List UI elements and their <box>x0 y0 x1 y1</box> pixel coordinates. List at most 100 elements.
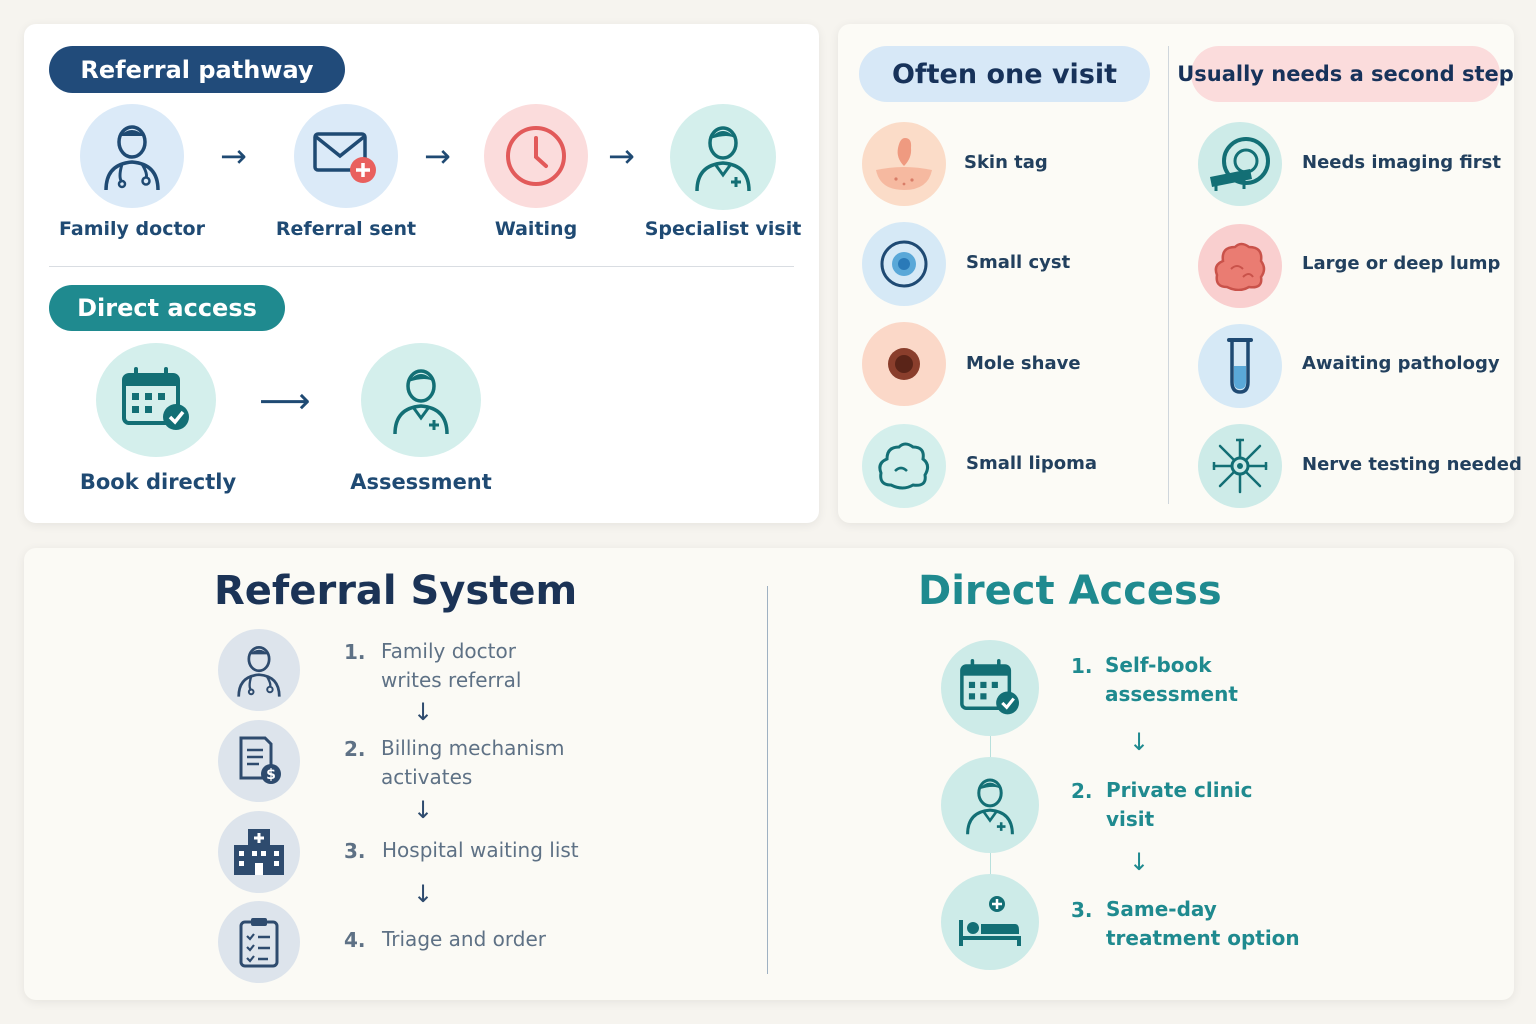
specialist-icon <box>695 126 751 192</box>
pathway-arrow-1: → <box>220 137 247 175</box>
direct-arrow: ⟶ <box>259 381 311 422</box>
pathology-item <box>1198 324 1282 408</box>
referral-down-arrow-3: ↓ <box>413 880 434 908</box>
referral-system-title: Referral System <box>214 568 578 614</box>
referral-step-4-icon-wrap <box>218 901 300 983</box>
referral-step-4-num: 4. <box>344 928 366 952</box>
family-doctor-step <box>80 104 184 208</box>
billing-document-icon: $ <box>239 736 281 784</box>
comparison-panel: Referral System $ <box>24 548 1514 1000</box>
direct-step-1-line2: assessment <box>1105 682 1238 706</box>
referral-step-2-line1: Billing mechanism <box>381 736 565 760</box>
referral-sent-label: Referral sent <box>275 218 417 240</box>
referral-pathway-title: Referral pathway <box>80 55 314 84</box>
direct-access-pill: Direct access <box>49 285 285 331</box>
comparison-divider <box>767 586 768 974</box>
small-lipoma-item <box>862 424 946 508</box>
second-step-title: Usually needs a second step <box>1177 62 1514 86</box>
referral-step-3-num: 3. <box>344 839 366 863</box>
direct-step-2-line2: visit <box>1106 807 1155 831</box>
specialist-icon <box>393 369 449 435</box>
imaging-label: Needs imaging first <box>1302 152 1501 173</box>
test-tube-icon <box>1227 338 1253 394</box>
mole-shave-item <box>862 322 946 406</box>
specialist-visit-step <box>670 104 776 210</box>
doctor-icon <box>237 645 281 697</box>
clipboard-icon <box>239 918 279 968</box>
book-directly-label: Book directly <box>79 470 237 494</box>
svg-text:$: $ <box>266 767 276 783</box>
referral-pathway-pill: Referral pathway <box>49 46 345 93</box>
pathology-label: Awaiting pathology <box>1302 353 1500 374</box>
second-step-pill: Usually needs a second step <box>1177 46 1514 102</box>
skin-tag-item <box>862 122 946 206</box>
small-cyst-label: Small cyst <box>966 252 1071 273</box>
direct-down-arrow-2: ↓ <box>1129 848 1150 876</box>
lump-icon <box>1214 242 1266 291</box>
visit-types-panel: Often one visit Usually needs a second s… <box>838 24 1522 523</box>
assessment-step <box>361 343 481 457</box>
treatment-bed-icon <box>959 896 1021 946</box>
referral-step-2-icon-wrap: $ <box>218 720 300 802</box>
referral-step-1-line2: writes referral <box>381 668 522 692</box>
direct-step-3-line2: treatment option <box>1106 926 1300 950</box>
referral-step-1-line1: Family doctor <box>381 639 516 663</box>
referral-step-2-line2: activates <box>381 765 473 789</box>
lipoma-icon <box>878 442 930 490</box>
one-visit-title: Often one visit <box>891 58 1118 90</box>
direct-step-3-num: 3. <box>1071 898 1093 922</box>
one-visit-pill: Often one visit <box>859 46 1150 102</box>
direct-step-1-num: 1. <box>1071 654 1093 678</box>
nerve-icon <box>1212 438 1268 494</box>
imaging-item <box>1198 122 1282 206</box>
specialist-icon <box>966 778 1014 835</box>
waiting-step <box>484 104 588 208</box>
calendar-check-icon <box>960 659 1019 715</box>
pathway-divider <box>49 266 794 267</box>
direct-step-1-line1: Self-book <box>1105 653 1212 677</box>
referral-step-1-num: 1. <box>344 640 366 664</box>
direct-down-arrow-1: ↓ <box>1129 728 1150 756</box>
referral-step-4-line1: Triage and order <box>382 927 546 951</box>
small-cyst-item <box>862 222 946 306</box>
calendar-check-icon <box>122 367 189 430</box>
direct-step-3-line1: Same-day <box>1106 897 1217 921</box>
specialist-visit-label: Specialist visit <box>644 218 802 240</box>
referral-sent-step <box>294 104 398 208</box>
assessment-label: Assessment <box>350 470 492 494</box>
direct-access-bottom-title: Direct Access <box>918 568 1222 614</box>
direct-step-1-icon-wrap <box>941 640 1039 736</box>
direct-step-2-line1: Private clinic <box>1106 778 1253 802</box>
referral-step-2-num: 2. <box>344 737 366 761</box>
deep-lump-item <box>1198 224 1282 308</box>
pathway-arrow-3: → <box>608 137 635 175</box>
family-doctor-label: Family doctor <box>59 218 205 240</box>
direct-step-2-num: 2. <box>1071 779 1093 803</box>
waiting-label: Waiting <box>494 218 578 240</box>
referral-step-3-line1: Hospital waiting list <box>382 838 579 862</box>
mole-shave-label: Mole shave <box>966 353 1081 374</box>
direct-step-3-icon-wrap <box>941 874 1039 970</box>
mri-scanner-icon <box>1210 137 1270 191</box>
direct-access-title: Direct access <box>77 294 257 322</box>
book-directly-step <box>96 343 216 457</box>
nerve-testing-label: Nerve testing needed <box>1302 454 1522 475</box>
deep-lump-label: Large or deep lump <box>1302 253 1501 274</box>
referral-step-1-icon-wrap <box>218 629 300 711</box>
direct-step-2-icon-wrap <box>941 757 1039 853</box>
pathway-arrow-2: → <box>424 137 451 175</box>
nerve-testing-item <box>1198 424 1282 508</box>
referral-down-arrow-2: ↓ <box>413 796 434 824</box>
doctor-icon <box>104 125 160 191</box>
clock-icon <box>506 126 566 186</box>
cyst-icon <box>880 240 928 288</box>
small-lipoma-label: Small lipoma <box>966 453 1097 474</box>
hospital-icon <box>234 829 284 875</box>
referral-step-3-icon-wrap <box>218 811 300 893</box>
skin-tag-icon <box>876 138 932 190</box>
pathway-panel: Referral pathway Family doctor → Referra… <box>24 24 819 523</box>
mail-plus-icon <box>313 132 376 183</box>
visits-divider <box>1168 46 1169 504</box>
mole-icon <box>888 348 920 380</box>
skin-tag-label: Skin tag <box>964 152 1048 173</box>
